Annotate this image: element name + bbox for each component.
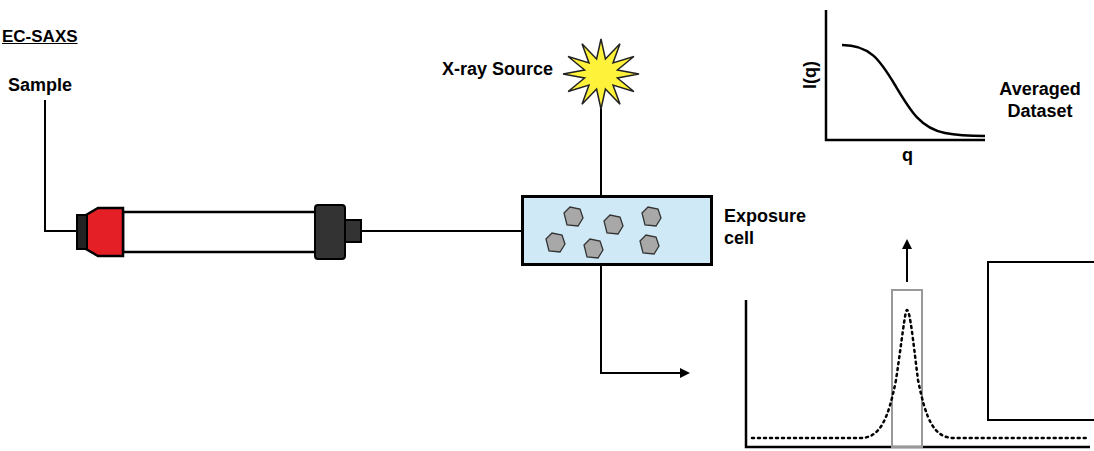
leader-line [45,100,78,231]
tubing [361,230,521,232]
plot-label: Averaged Dataset [988,78,1092,122]
beam-line [600,107,602,195]
chromatogram [746,290,1090,447]
saxs-plot [826,10,985,140]
cell-shape [521,195,713,266]
exposure-cell: Exposure cell [521,195,713,266]
node-label: Exposure cell [724,205,804,249]
axis-label: I(q) [799,61,821,89]
title: EC-SAXS [2,26,78,48]
sample-label: Sample [8,74,72,96]
node-label: X-ray Source [442,58,553,80]
star-shape [561,38,641,110]
panel-box [988,262,1094,420]
axis-label: q [902,144,913,166]
xray-source: X-ray Source [561,38,641,110]
select-arrow [906,241,908,282]
column [77,205,361,259]
flow-arrow [601,266,688,373]
